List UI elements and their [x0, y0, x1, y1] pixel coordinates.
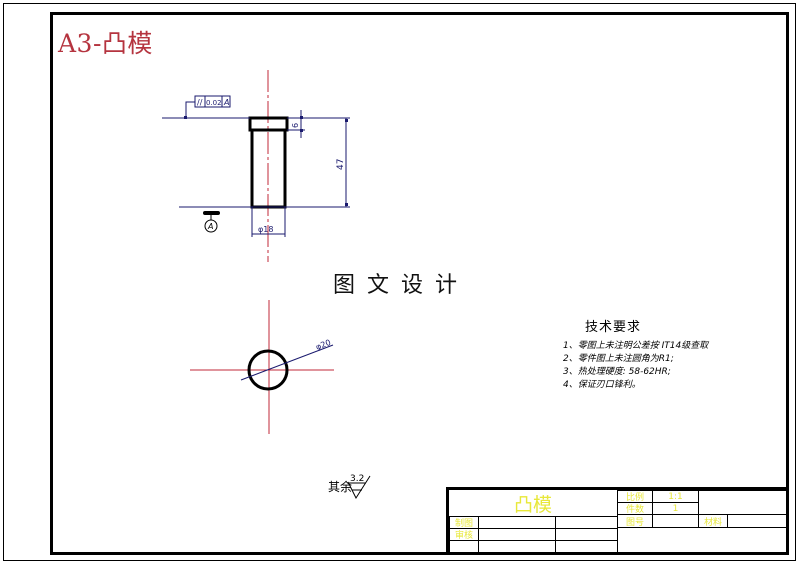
roughness-label: 其余 — [328, 480, 353, 494]
head-height-dimension: 6 — [291, 123, 300, 128]
front-view: // 0.02 A A 6 47 φ18 — [162, 70, 350, 262]
material-label: 材料 — [698, 514, 728, 528]
watermark-text: 图文设计 — [333, 273, 470, 298]
leader-dot — [184, 116, 187, 119]
sheet-title: A3-凸模 — [58, 29, 153, 58]
blank-cell — [478, 540, 556, 555]
title-block: 凸模 制图 审核 比例 1:1 件数 1 图号 材料 — [446, 487, 789, 555]
datum-label: A — [207, 222, 213, 231]
tech-req-title: 技术要求 — [585, 320, 642, 335]
tech-req-item: 4、保证刃口锋利。 — [563, 380, 641, 390]
tolerance-datum: A — [223, 98, 229, 107]
blank-cell — [555, 540, 618, 555]
top-view: φ20 — [190, 300, 334, 434]
roughness-symbol-icon — [347, 475, 371, 500]
drawing-no-value — [652, 514, 699, 528]
tech-req-item: 3、热处理硬度: 58-62HR; — [563, 367, 671, 377]
tolerance-leader — [185, 101, 195, 118]
roughness-value: 3.2 — [350, 474, 365, 484]
drawing-frame — [50, 12, 789, 555]
part-name: 凸模 — [513, 493, 552, 516]
total-length-dimension: 47 — [336, 159, 346, 170]
tolerance-value: 0.02 — [206, 99, 222, 107]
datum-circle-icon — [204, 219, 218, 233]
tech-req-item: 1、零图上未注明公差按 IT14级查取 — [563, 341, 709, 351]
technical-requirements: 技术要求 1、零图上未注明公差按 IT14级查取 2、零件图上未注圆角为R1; … — [563, 316, 708, 392]
diameter-leader-line — [240, 344, 334, 381]
drawing-no-label: 图号 — [617, 514, 653, 528]
datum-bar-icon — [203, 211, 220, 215]
notes-cell — [617, 527, 789, 555]
parallelism-symbol-icon: // — [197, 98, 203, 107]
shank-diameter-dimension: φ18 — [258, 225, 273, 234]
blank-label — [449, 540, 479, 555]
outer-sheet-border — [3, 3, 796, 561]
tech-req-item: 2、零件图上未注圆角为R1; — [563, 354, 674, 364]
top-diameter-dimension: φ20 — [314, 338, 332, 352]
tolerance-frame — [194, 95, 231, 108]
material-value — [727, 514, 789, 528]
company-cell — [698, 490, 789, 515]
punch-circle-outline — [247, 349, 289, 391]
